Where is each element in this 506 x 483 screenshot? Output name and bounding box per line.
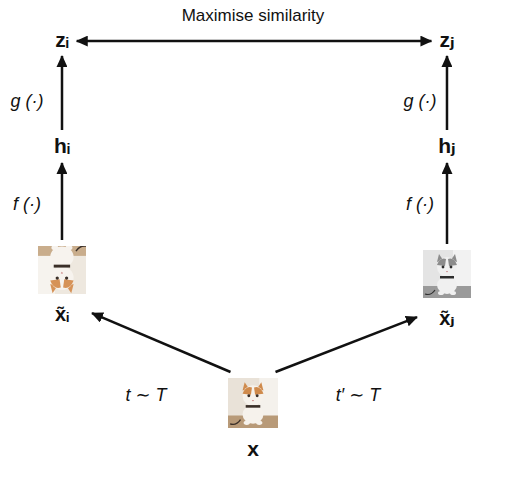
arrow-connector — [61, 163, 64, 240]
cat-eye — [56, 276, 59, 279]
cat-paw — [51, 246, 58, 250]
representation: hᵢ — [54, 135, 70, 157]
cat-collar — [54, 265, 70, 268]
photo-wall — [228, 378, 278, 428]
cat-leash — [425, 290, 435, 295]
image-label: x — [247, 438, 259, 460]
cat-nose — [252, 400, 254, 402]
cat-nose — [446, 271, 448, 273]
cat-photo — [228, 378, 278, 428]
cat-patch — [254, 387, 263, 395]
cat-paw — [438, 291, 444, 295]
cat-paw — [244, 421, 250, 425]
input-image: x — [228, 378, 278, 460]
cat-patch — [243, 387, 252, 395]
cat-patch — [448, 259, 457, 266]
function-label: f (·) — [404, 195, 436, 215]
cat-head — [243, 385, 264, 406]
vector-label: hᵢ — [54, 135, 70, 157]
arrow-connector — [446, 163, 449, 244]
function-label: g (·) — [402, 92, 439, 112]
augmented-view: x̃ⱼ — [423, 250, 471, 329]
photo-wall — [38, 246, 86, 294]
image-label: x̃ᵢ — [55, 304, 69, 325]
cat-paw — [450, 291, 456, 295]
cat-photo — [38, 246, 86, 294]
augmented-view: x̃ᵢ — [38, 246, 86, 325]
vector-label: zⱼ — [439, 29, 454, 51]
cat-patch — [437, 259, 446, 266]
photo-wall — [423, 250, 471, 298]
vector-label: hⱼ — [438, 135, 455, 157]
cat-patch — [63, 279, 74, 288]
cat-photo — [423, 250, 471, 298]
projection-output: zⱼ — [439, 29, 454, 51]
cat-leash — [230, 420, 240, 425]
function-label: g (·) — [9, 92, 46, 112]
cat-nose — [61, 272, 63, 274]
cat-eye — [65, 276, 68, 279]
cat-patch — [50, 279, 61, 288]
objective-label: Maximise similarity — [180, 7, 327, 26]
projection-output: zᵢ — [55, 29, 68, 51]
function-label: t ∼ T — [123, 386, 168, 406]
arrow-connector — [77, 40, 432, 43]
cat-paw — [65, 246, 72, 250]
cat-eye — [247, 394, 250, 397]
cat-head — [50, 266, 73, 289]
cat-collar — [246, 405, 261, 408]
cat-head — [437, 257, 457, 277]
vector-label: zᵢ — [55, 29, 68, 51]
photo-thumbnail — [423, 250, 471, 298]
cat-paw — [256, 421, 262, 425]
arrow-connector — [92, 313, 231, 372]
arrow-connector — [446, 56, 449, 130]
image-label: x̃ⱼ — [439, 308, 455, 329]
connector-group — [62, 41, 447, 372]
cat-eye — [256, 394, 259, 397]
cat-eye — [442, 266, 445, 269]
cat-collar — [440, 276, 454, 279]
cat-body — [437, 276, 457, 294]
representation: hⱼ — [438, 135, 455, 157]
cat-leash — [76, 246, 86, 251]
cat-eye — [450, 266, 453, 269]
function-label: t′ ∼ T — [334, 386, 382, 406]
photo-thumbnail — [228, 378, 278, 428]
function-label: f (·) — [11, 195, 43, 215]
arrow-connector — [61, 56, 64, 130]
arrow-connector — [276, 317, 418, 372]
photo-thumbnail — [38, 246, 86, 294]
